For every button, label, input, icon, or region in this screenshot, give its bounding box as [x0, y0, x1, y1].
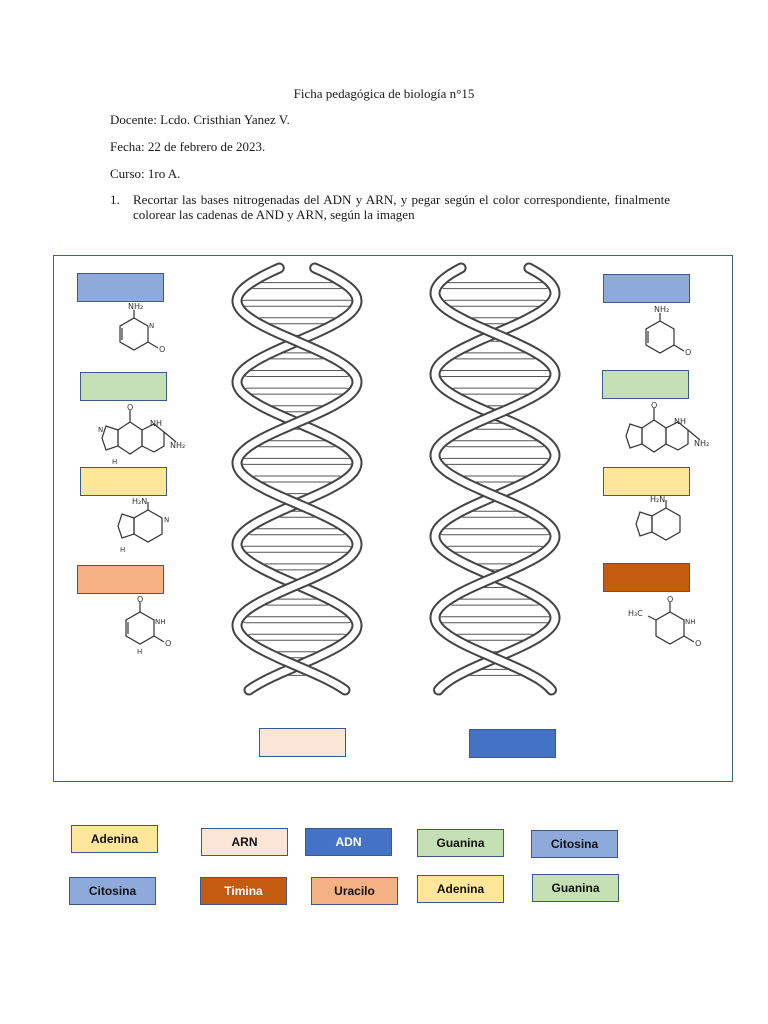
base-pair-rung — [256, 440, 338, 448]
helix-backbone — [431, 264, 559, 694]
o-label: O — [685, 348, 691, 357]
base-pair-rung — [443, 299, 547, 307]
nh-label: NH — [155, 618, 166, 626]
o-label: O — [159, 345, 165, 354]
card-adenina[interactable]: Adenina — [417, 875, 504, 903]
base-pair-rung — [445, 545, 545, 553]
base-pair-rung — [242, 616, 352, 624]
base-pair-rung — [251, 475, 343, 483]
o-label: O — [137, 595, 143, 604]
card-guanina[interactable]: Guanina — [532, 874, 619, 902]
base-pair-rung — [240, 299, 354, 307]
h-label: H — [120, 546, 125, 554]
helix-backbone — [233, 264, 361, 694]
helix-backbone — [431, 264, 559, 694]
base-pair-rung — [454, 633, 536, 641]
base-pair-rung — [453, 352, 538, 360]
o-label: O — [667, 595, 673, 604]
h3c-label: H₃C — [628, 609, 643, 618]
rna-helix-drawing — [231, 262, 363, 696]
cytosine-molecule-right: NH₂ O — [645, 305, 691, 357]
base-pair-rung — [240, 457, 354, 465]
slot-guanina-right — [602, 370, 689, 399]
nh-label: NH — [674, 417, 686, 426]
o-label: O — [127, 403, 133, 412]
base-pair-rung — [243, 370, 351, 377]
slot-guanina-left — [80, 372, 167, 401]
nh2-label: NH₂ — [128, 302, 143, 311]
card-arn[interactable]: ARN — [201, 828, 288, 856]
dna-helix-drawing — [429, 262, 561, 696]
slot-adenina-left — [80, 467, 167, 496]
slot-arn — [259, 728, 346, 757]
slot-timina-right — [603, 563, 690, 592]
base-pair-rung — [246, 633, 348, 641]
o-label: O — [695, 639, 701, 648]
cytosine-molecule-left: NH₂ O N — [119, 302, 165, 354]
base-pair-rung — [247, 528, 347, 536]
n-label: N — [164, 516, 169, 524]
course-line: Curso: 1ro A. — [110, 166, 181, 181]
nh-label: NH — [150, 419, 162, 428]
base-pair-rung — [440, 457, 550, 465]
adenine-molecule-left: H₂N N H — [117, 497, 169, 554]
base-pair-rung — [438, 370, 552, 377]
h2n-label: H₂N — [650, 495, 665, 504]
uracil-molecule: O NH O H — [125, 595, 171, 656]
instruction-text: Recortar las bases nitrogenadas del ADN … — [133, 192, 670, 222]
card-adenina[interactable]: Adenina — [71, 825, 158, 853]
slot-adn — [469, 729, 556, 758]
base-pair-rung — [450, 387, 540, 395]
card-adn[interactable]: ADN — [305, 828, 392, 856]
base-pair-rung — [241, 545, 353, 553]
base-pair-rung — [250, 282, 344, 290]
nh-label: NH — [685, 618, 696, 626]
card-guanina[interactable]: Guanina — [417, 829, 504, 857]
o-label: O — [165, 639, 171, 648]
card-citosina[interactable]: Citosina — [69, 877, 156, 905]
slot-citosina-right — [603, 274, 690, 303]
guanine-molecule-right: O NH NH₂ — [625, 401, 709, 453]
instruction: 1. Recortar las bases nitrogenadas del A… — [110, 192, 670, 222]
base-pair-rung — [257, 317, 337, 325]
h-label: H — [112, 458, 117, 466]
slot-adenina-right — [603, 467, 690, 496]
teacher-line: Docente: Lcdo. Cristhian Yanez V. — [110, 112, 290, 127]
adenine-molecule-right: H₂N — [635, 495, 681, 541]
base-pair-rung — [244, 387, 350, 395]
base-pair-rung — [441, 282, 549, 290]
h-label: H — [137, 648, 142, 656]
thymine-molecule: H₃C O NH O — [628, 595, 701, 648]
activity-frame — [53, 255, 733, 782]
guanine-molecule-left: O NH NH₂ N H — [98, 403, 185, 466]
slot-citosina-left — [77, 273, 164, 302]
instruction-number: 1. — [110, 192, 120, 207]
card-timina[interactable]: Timina — [200, 877, 287, 905]
h2n-label: H₂N — [132, 497, 147, 506]
base-pair-rung — [439, 528, 551, 536]
base-pair-rung — [449, 598, 541, 606]
card-citosina[interactable]: Citosina — [531, 830, 618, 858]
nh2-label: NH₂ — [654, 305, 669, 314]
date-line: Fecha: 22 de febrero de 2023. — [110, 139, 266, 154]
o-label: O — [651, 401, 657, 410]
nh2-label: NH₂ — [170, 441, 185, 450]
n-label: N — [98, 426, 103, 434]
base-pair-rung — [444, 440, 546, 448]
base-pair-rung — [438, 616, 552, 624]
card-uracilo[interactable]: Uracilo — [311, 877, 398, 905]
page-title: Ficha pedagógica de biología n°15 — [293, 86, 475, 101]
nh2-label: NH₂ — [694, 439, 709, 448]
helix-backbone — [233, 264, 361, 694]
n-label: N — [149, 322, 154, 330]
slot-uracilo-left — [77, 565, 164, 594]
